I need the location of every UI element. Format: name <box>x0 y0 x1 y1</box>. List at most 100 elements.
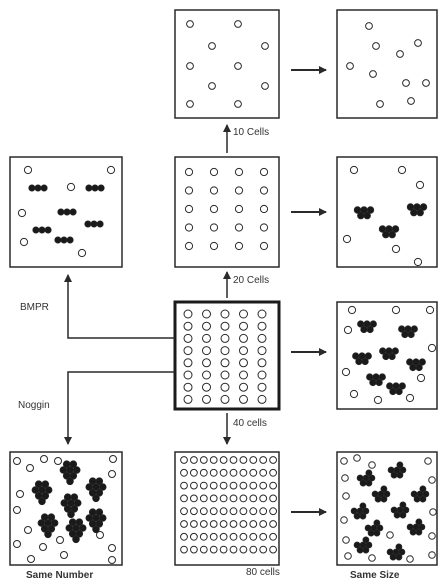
open-cell <box>415 180 425 190</box>
open-cell <box>427 343 437 353</box>
open-cell <box>428 532 436 540</box>
open-cell <box>414 39 422 47</box>
filled-cell <box>75 518 84 527</box>
open-cell <box>186 20 194 28</box>
open-cell <box>372 42 380 50</box>
open-cell <box>234 186 244 195</box>
open-cell <box>428 476 436 484</box>
filled-cell <box>402 506 410 514</box>
filled-cell <box>366 373 374 381</box>
filled-cell <box>369 378 377 387</box>
open-cell <box>209 532 218 541</box>
filled-cell <box>386 382 394 390</box>
open-cell <box>239 481 248 490</box>
open-cell <box>202 346 211 356</box>
open-cell <box>368 554 376 562</box>
open-cell <box>219 545 228 554</box>
open-cell <box>106 165 116 175</box>
filled-cell <box>98 483 107 491</box>
filled-cell <box>34 184 42 192</box>
open-cell <box>229 532 238 541</box>
open-cell <box>199 456 208 464</box>
open-cell <box>13 506 21 514</box>
filled-cell <box>96 220 104 228</box>
open-cell <box>108 470 116 478</box>
open-cell <box>269 494 278 503</box>
open-cell <box>341 367 351 377</box>
open-cell <box>259 520 268 528</box>
filled-cell <box>360 325 368 334</box>
filled-cell <box>386 548 394 556</box>
open-cell <box>344 552 352 560</box>
open-cell <box>23 165 33 175</box>
open-cell <box>39 543 47 551</box>
open-cell <box>220 358 230 368</box>
filled-cell <box>399 501 407 509</box>
open-cell <box>190 456 198 464</box>
filled-cell <box>378 373 386 381</box>
open-cell <box>209 456 218 464</box>
open-cell <box>229 520 238 528</box>
arrow-noggin <box>64 371 175 445</box>
open-cell <box>199 532 208 541</box>
open-cell <box>261 42 269 50</box>
open-cell <box>202 382 211 392</box>
filled-cell <box>375 378 383 387</box>
filled-cell <box>37 519 46 527</box>
open-cell <box>269 545 278 554</box>
open-cell <box>202 358 211 368</box>
open-cell <box>416 373 426 383</box>
open-cell <box>180 532 188 541</box>
filled-cell <box>396 461 404 469</box>
filled-cell <box>92 494 100 503</box>
box-80-result <box>336 451 438 566</box>
filled-cell <box>415 518 423 526</box>
open-cell <box>209 241 219 251</box>
open-cell <box>342 492 350 500</box>
open-cell <box>220 346 230 356</box>
filled-cell <box>68 518 77 527</box>
filled-cell <box>50 519 59 527</box>
open-cell <box>425 305 435 315</box>
filled-cell <box>85 184 93 192</box>
filled-cell <box>361 357 369 366</box>
open-cell <box>190 545 198 554</box>
filled-cell <box>419 485 427 493</box>
open-cell <box>180 481 188 490</box>
filled-cell <box>72 466 81 474</box>
open-cell <box>269 507 278 516</box>
open-cell <box>183 370 193 380</box>
filled-cell <box>72 535 80 544</box>
open-cell <box>239 346 248 356</box>
filled-cell <box>54 236 62 244</box>
open-cell <box>180 507 188 516</box>
filled-cell <box>396 471 404 479</box>
open-cell <box>428 551 436 559</box>
filled-cell <box>374 495 382 503</box>
filled-cell <box>44 486 53 494</box>
label-same-number: Same Number <box>26 570 94 581</box>
filled-cell <box>399 466 407 474</box>
filled-cell <box>90 220 98 228</box>
open-cell <box>239 468 248 477</box>
open-cell <box>259 241 269 251</box>
open-cell <box>180 520 188 528</box>
open-cell <box>229 545 238 554</box>
open-cell <box>349 165 359 175</box>
open-cell <box>249 545 258 554</box>
filled-cell <box>85 514 94 522</box>
open-cell <box>234 241 244 251</box>
filled-cell <box>380 495 388 503</box>
filled-cell <box>353 206 362 214</box>
open-cell <box>180 468 188 477</box>
open-cell <box>234 204 244 214</box>
filled-cell <box>406 203 415 211</box>
filled-cell <box>390 471 398 479</box>
open-cell <box>239 507 248 516</box>
open-cell <box>369 70 377 78</box>
filled-cell <box>88 519 97 528</box>
open-cell <box>209 223 219 232</box>
open-cell <box>108 556 116 564</box>
open-cell <box>199 507 208 516</box>
label-10-cells: 10 Cells <box>233 127 270 138</box>
